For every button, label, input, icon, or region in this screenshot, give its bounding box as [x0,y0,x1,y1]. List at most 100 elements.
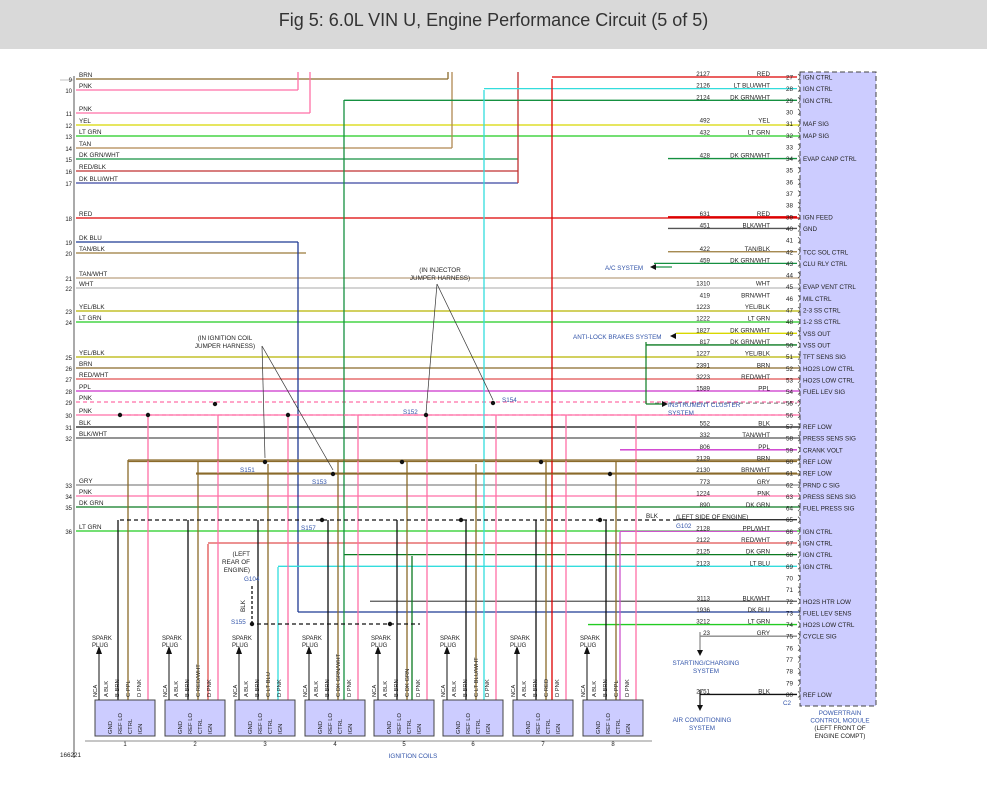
pcm-pin-function: HO2S HTR LOW [803,599,851,606]
coil-pin-function: IGN [138,724,144,734]
coil-number: 2 [193,742,197,748]
pcm-wire-color: LT GRN [748,129,770,136]
pcm-wire-color: LT BLU [750,560,770,567]
pcm-pin-function: FUEL LEV SIG [803,389,845,396]
coil-wire-label: B BRN [325,679,331,697]
coil-number: 1 [123,742,127,748]
coil-wire-label: C PPL [126,679,132,697]
pcm-pin-function: PRESS SENS SIG [803,494,856,501]
coil-pin-function: IGN [486,724,492,734]
pcm-pin-number: 40 [786,226,794,233]
ignition-coil-1 [94,699,156,737]
coil-wire-label: A BLK [244,681,250,697]
pcm-circuit-number: 332 [700,432,711,439]
pcm-pin-function: IGN CTRL [803,564,833,571]
pcm-wire-color: PPL [758,444,770,451]
pcm-pin-bracket [797,656,801,663]
pcm-pin-function: TCC SOL CTRL [803,249,849,256]
coil-pin-function: IGN [417,724,423,734]
coil-pin-function: CTRL [476,718,482,734]
pcm-pin-number: 37 [786,191,794,198]
pcm-pin-bracket [797,469,801,477]
spark-plug-arrowhead [236,646,242,654]
ignition-coils-label: IGNITION COILS [389,753,438,760]
pcm-wire-color: BLK [758,421,771,428]
spark-plug-label: PLUG [440,643,457,649]
pcm-circuit-number: 3212 [696,619,710,626]
pcm-pin-number: 63 [786,494,794,501]
coil-wire-label: B BRN [603,679,609,697]
pcm-pin-number: 36 [786,179,794,186]
left-wire-color-label: GRY [79,478,93,485]
pcm-pin-bracket [797,353,801,360]
pcm-wire-color: BLK/WHT [742,222,770,229]
left-wire-color-label: PPL [79,384,91,391]
pcm-wire-color: PPL/WHT [742,525,770,532]
coil-number: 3 [263,742,267,748]
coil-wire-label: NCA [303,685,309,697]
pcm-connector-label: C2 [783,700,792,707]
left-wire-color-label: YEL/BLK [79,304,105,311]
pcm-pin-number: 56 [786,412,794,419]
coil-wire-label: NCA [441,685,447,697]
ground-g102-label: G102 [676,523,692,530]
coil-wire-label: C DK GRN [405,669,411,697]
pcm-pin-number: 71 [786,587,794,594]
coil-pin-function: REF LO [328,713,334,734]
pcm-pin-function: REF LOW [803,692,832,699]
pcm-pin-number: 46 [786,296,794,303]
left-wire-color-label: BRN [79,361,93,368]
pcm-pin-bracket [797,644,801,652]
pcm-pin-bracket [797,528,801,535]
coil-number: 7 [541,742,545,748]
left-pin-number: 33 [65,484,72,490]
pcm-pin-bracket [797,225,801,232]
pcm-pin-number: 49 [786,331,794,338]
coil-number: 8 [611,742,615,748]
pcm-pin-number: 55 [786,401,794,408]
splice-label-s155: S155 [231,619,246,626]
left-pin-number: 21 [65,277,72,283]
pcm-wire-color: RED/WHT [741,537,770,544]
spark-plug-arrowhead [96,646,102,654]
pcm-pin-function: HO2S LOW CTRL [803,377,855,384]
coil-wire-label: NCA [93,685,99,697]
pcm-name-line: ENGINE COMPT) [815,733,866,740]
pcm-circuit-number: 422 [700,246,711,253]
spark-plug-label: SPARK [302,636,322,642]
pcm-pin-bracket [797,271,801,279]
coil-wire-label: NCA [581,685,587,697]
pcm-pin-number: 80 [786,692,794,699]
splice-dot [262,459,268,465]
pcm-wire-color: YEL/BLK [745,304,771,311]
pcm-pin-function: EVAP CANP CTRL [803,156,857,163]
spark-plug-label: PLUG [580,643,597,649]
g102-wire-color: BLK [646,513,659,520]
coil-wire-label: A BLK [174,681,180,697]
splice-dot [145,412,151,418]
ignition-coil-3 [234,699,296,737]
coil-wire-label: D PNK [277,679,283,697]
pcm-pin-function: VSS OUT [803,342,831,349]
pcm-pin-bracket [797,423,801,430]
left-pin-number: 20 [65,252,72,258]
left-pin-number: 13 [65,135,72,141]
coil-wire-label: D PNK [347,679,353,697]
pcm-pin-function: IGN FEED [803,214,833,221]
pcm-wire-color: YEL/BLK [745,351,771,358]
pcm-wire-color: LT GRN [748,619,770,626]
left-pin-number: 19 [65,241,72,247]
left-pin-number: 36 [65,530,72,536]
left-wire-color-label: YEL/BLK [79,350,105,357]
splice-label-s153: S153 [312,479,327,486]
pcm-pin-bracket [797,691,801,698]
pcm-pin-bracket [797,539,801,547]
coil-pin-function: GND [108,721,114,734]
pcm-wire-color: DK GRN/WHT [730,257,770,264]
pcm-circuit-number: 2125 [696,549,710,556]
pcm-pin-function: FUEL PRESS SIG [803,506,855,513]
spark-plug-label: SPARK [162,636,182,642]
left-pin-number: 10 [65,89,72,95]
left-pin-number: 12 [65,124,72,130]
